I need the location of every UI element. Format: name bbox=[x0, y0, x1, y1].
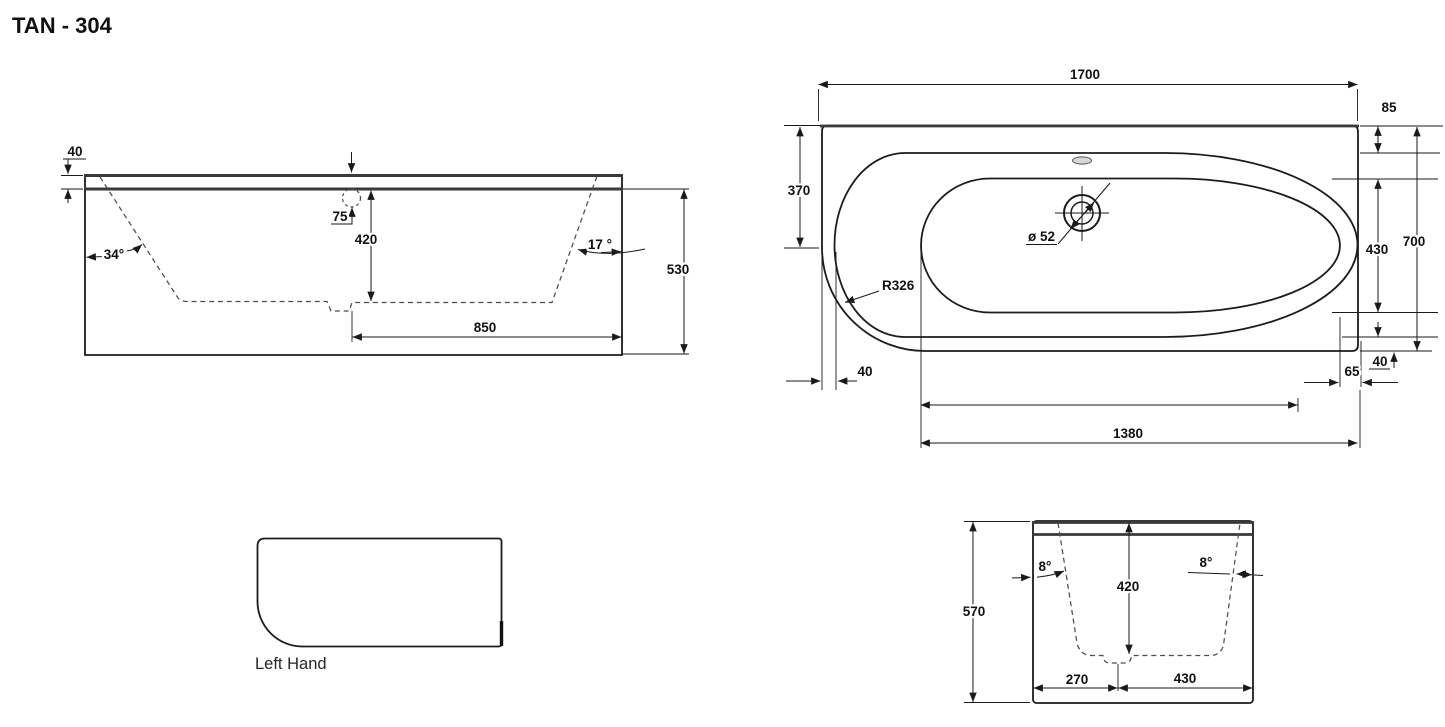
dim-arrow bbox=[1036, 570, 1065, 579]
plan-view: ø 52 1700 85 700 430 40 bbox=[784, 65, 1443, 448]
side-dimensions: 40 34° 75 420 530 850 17 ° bbox=[61, 142, 692, 355]
dim-leader bbox=[1057, 182, 1111, 245]
dim-label-angle-right: 8° bbox=[1200, 555, 1213, 570]
dim-label-end-height: 570 bbox=[963, 604, 986, 619]
dim-label-floor-length: 850 bbox=[474, 320, 497, 335]
dim-arrow bbox=[1070, 217, 1081, 230]
dim-arrow bbox=[1011, 573, 1031, 582]
plan-basin bbox=[920, 177, 1341, 314]
dim-label-straight-edge: 370 bbox=[788, 183, 811, 198]
dim-label-floor-width: 430 bbox=[1174, 671, 1197, 686]
dim-label-waste-offset: 75 bbox=[332, 209, 348, 224]
end-dimensions: 570 420 8° 8° 270 430 bbox=[960, 521, 1264, 703]
side-waste-circle-dashed bbox=[341, 188, 362, 208]
side-outline bbox=[84, 175, 623, 356]
end-view: 570 420 8° 8° 270 430 bbox=[960, 520, 1264, 704]
end-inner-profile-dashed bbox=[1057, 522, 1241, 664]
dim-label-overall-length: 1700 bbox=[1070, 67, 1100, 82]
left-hand-outline-view: Left Hand bbox=[255, 537, 504, 673]
dim-arrow bbox=[1084, 202, 1095, 214]
dim-label-rim-thickness: 40 bbox=[67, 144, 82, 159]
outline-shape bbox=[256, 537, 503, 648]
orientation-caption: Left Hand bbox=[255, 655, 327, 673]
dim-arrow bbox=[600, 248, 622, 256]
dim-label-angle-left: 8° bbox=[1039, 559, 1052, 574]
dim-label-foot-angle: 17 ° bbox=[588, 237, 612, 252]
dim-arrow bbox=[86, 253, 105, 261]
drawing-title: TAN - 304 bbox=[12, 13, 113, 38]
dim-label-end-depth: 420 bbox=[1117, 579, 1140, 594]
dim-arrow bbox=[577, 248, 646, 256]
dim-leader-arrow bbox=[844, 290, 880, 304]
dim-label-waste-diameter: ø 52 bbox=[1028, 229, 1055, 244]
dim-leader bbox=[331, 217, 353, 225]
dim-label-rim-left: 40 bbox=[857, 364, 872, 379]
dim-label-rim-corner: 40 bbox=[1372, 354, 1387, 369]
plan-dimensions: 1700 85 700 430 40 bbox=[784, 65, 1443, 448]
ext-line bbox=[1253, 574, 1264, 576]
dim-leader bbox=[1187, 572, 1231, 575]
dim-label-corner-radius: R326 bbox=[882, 278, 915, 293]
dim-label-floor-offset: 270 bbox=[1066, 672, 1089, 687]
dim-label-base-length: 1380 bbox=[1113, 426, 1143, 441]
dim-label-deck-width: 85 bbox=[1381, 100, 1397, 115]
side-inner-profile-dashed bbox=[99, 175, 598, 312]
waste-drain: ø 52 bbox=[1026, 182, 1111, 246]
dim-label-overall-width: 700 bbox=[1403, 234, 1426, 249]
dim-label-rim-end: 65 bbox=[1344, 364, 1360, 379]
overflow-hole bbox=[1072, 156, 1092, 165]
dim-label-basin-width: 430 bbox=[1366, 242, 1389, 257]
dim-label-head-angle: 34° bbox=[104, 247, 124, 262]
dim-label-overall-height: 530 bbox=[667, 262, 690, 277]
end-outline bbox=[1032, 520, 1254, 704]
plan-inner-rim bbox=[833, 152, 1359, 338]
dim-label-inner-depth: 420 bbox=[355, 232, 378, 247]
dim-arrow bbox=[126, 244, 143, 254]
side-elevation-view: 40 34° 75 420 530 850 17 ° bbox=[61, 142, 692, 356]
